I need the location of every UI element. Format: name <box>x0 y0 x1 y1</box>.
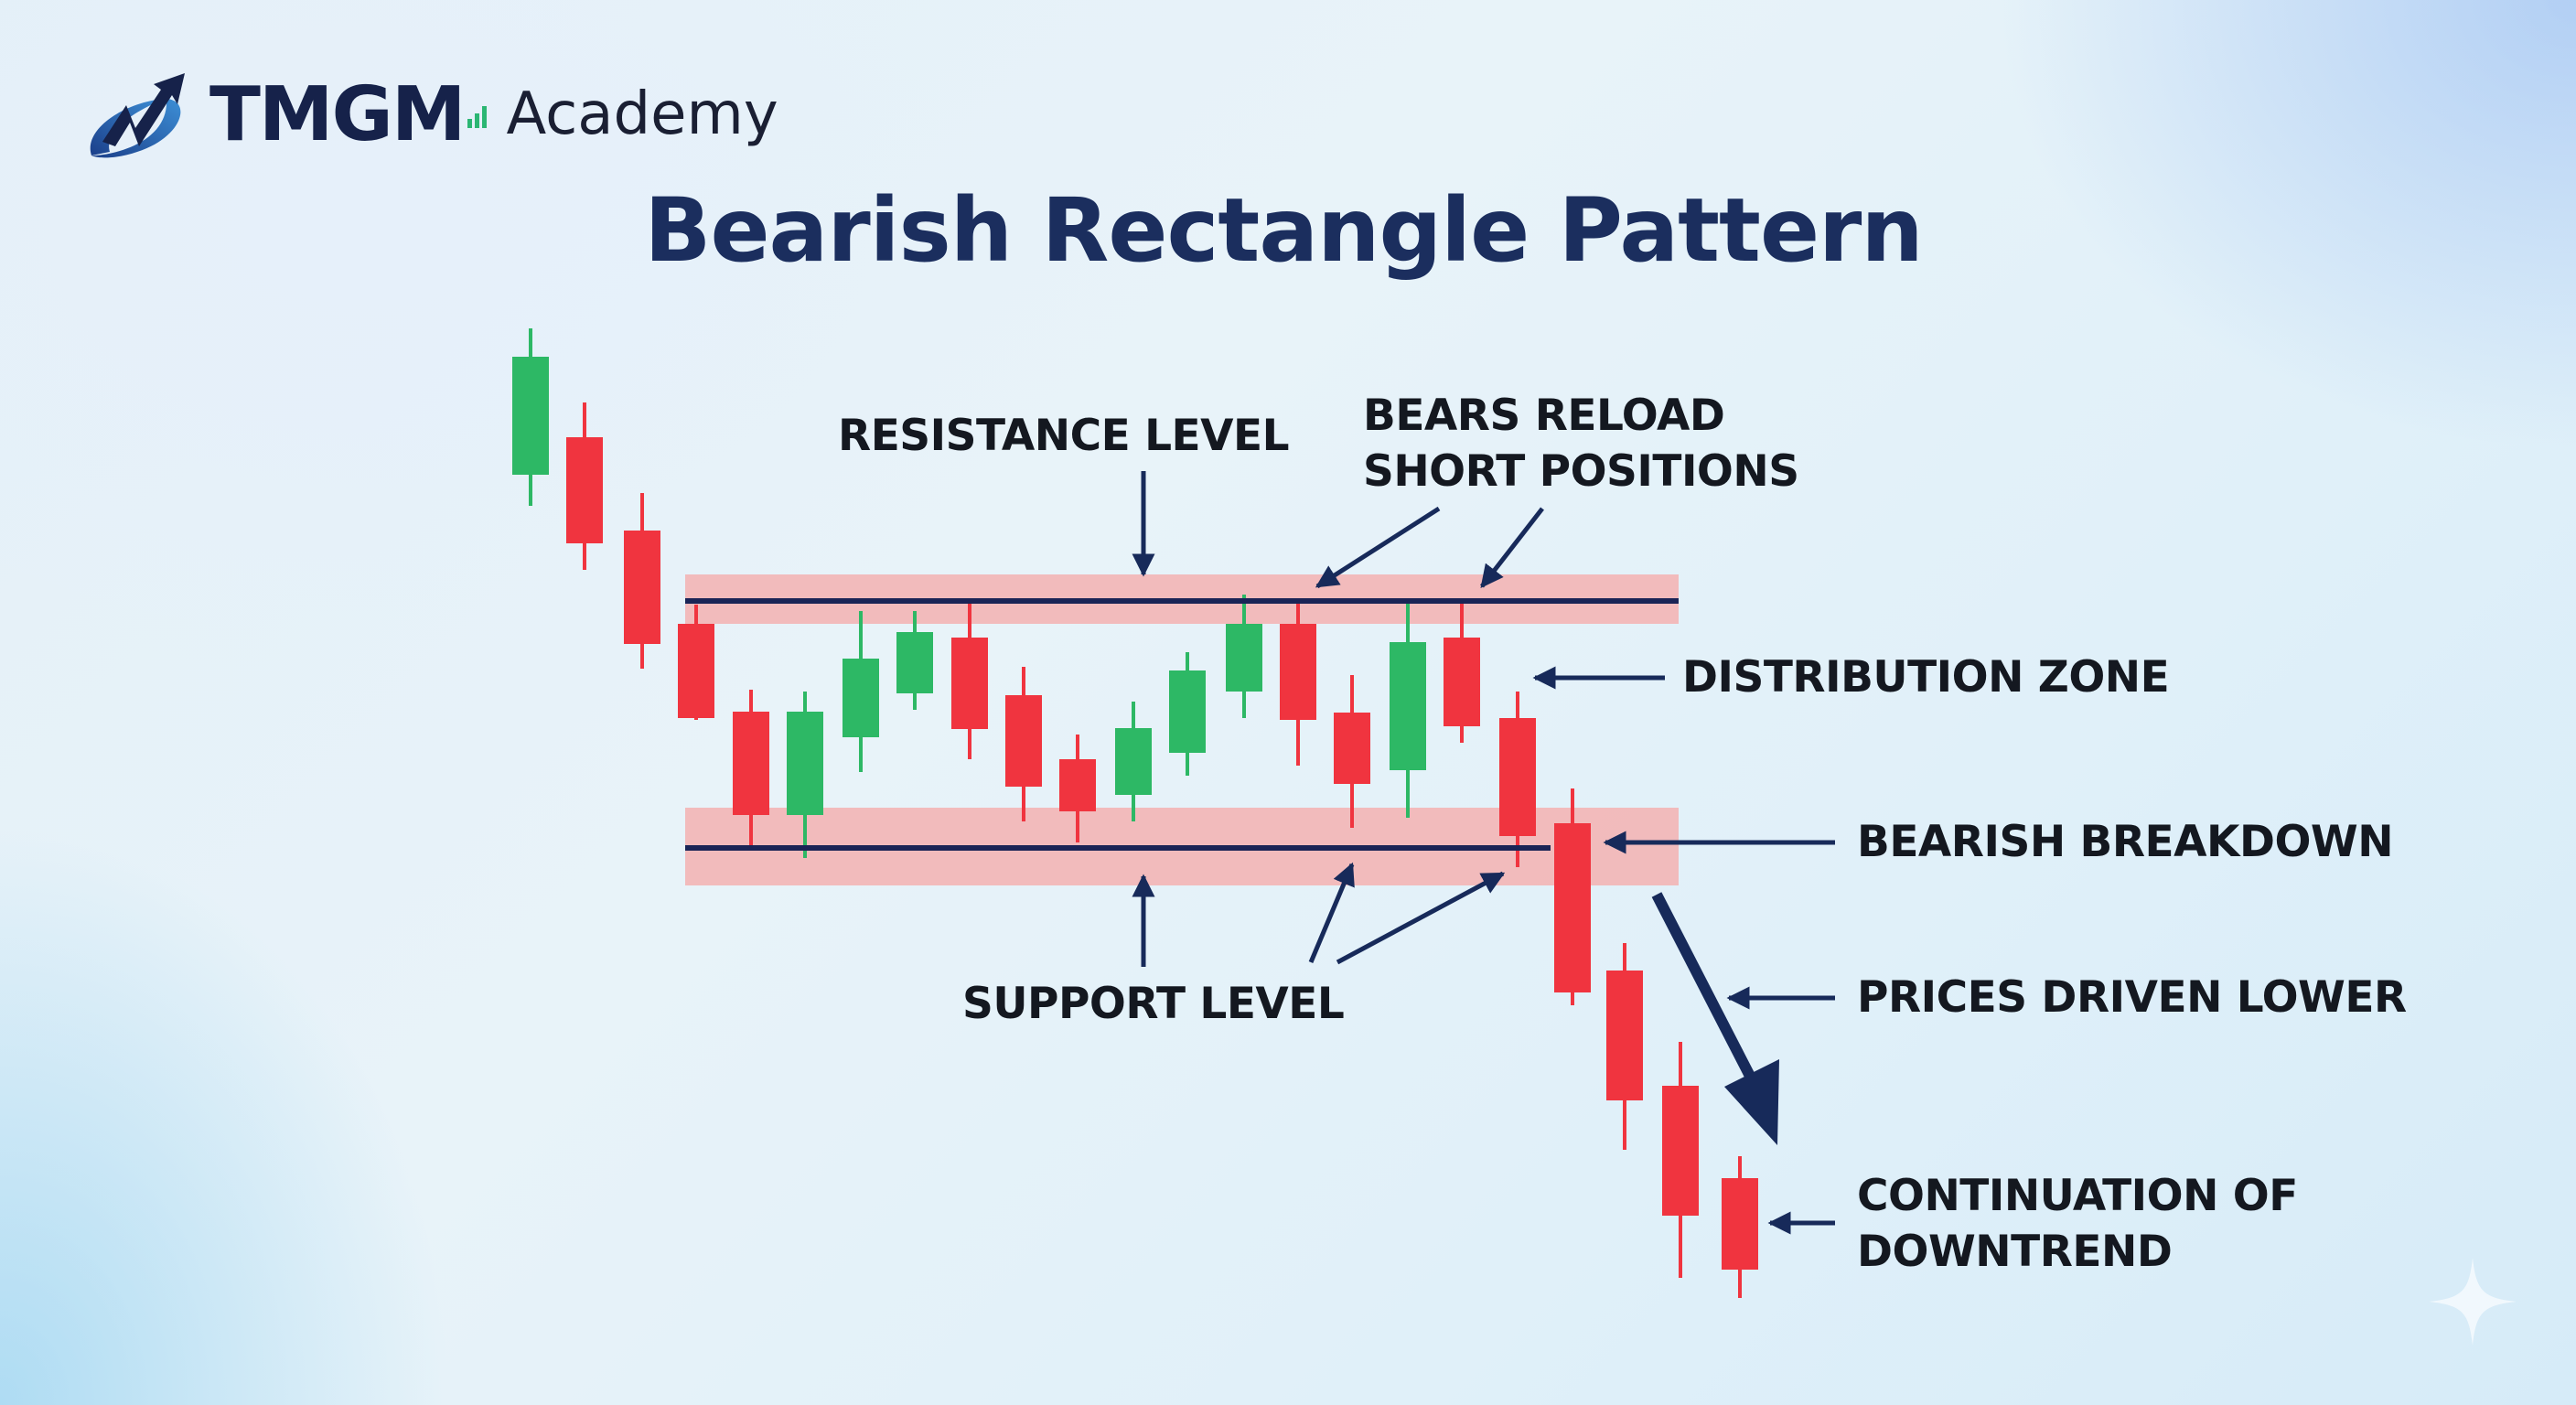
prices-driven-lower-label: PRICES DRIVEN LOWER <box>1857 972 2407 1023</box>
candle-body <box>566 437 603 543</box>
candle-body <box>1499 718 1536 836</box>
bearish-breakdown-label: BEARISH BREAKDOWN <box>1857 817 2394 867</box>
candle-bear <box>1499 692 1536 867</box>
candle-body <box>951 638 988 729</box>
brand-suffix: Academy <box>506 80 778 148</box>
candle-bull <box>843 611 879 772</box>
candle-bull <box>787 692 823 858</box>
candle-body <box>1390 642 1426 770</box>
candle-bear <box>1662 1042 1699 1278</box>
candle-body <box>843 659 879 737</box>
candle-body <box>624 531 660 644</box>
candle-bull <box>896 611 933 710</box>
continuation-label-line1: CONTINUATION OF <box>1857 1171 2298 1221</box>
candle-body <box>1334 713 1370 784</box>
support-arrow-2-icon <box>1308 862 1355 963</box>
support-arrow-3-icon <box>1336 871 1506 965</box>
candle-bear <box>951 601 988 759</box>
candle-bear <box>733 690 769 846</box>
candle-body <box>1722 1178 1758 1270</box>
candle-body <box>1005 695 1042 787</box>
candle-bear <box>1005 667 1042 821</box>
candle-bear <box>1722 1156 1758 1298</box>
candle-bear <box>1444 601 1480 743</box>
candle-bear <box>1280 601 1316 766</box>
page-title-text: Bearish Rectangle Pattern <box>644 179 1923 282</box>
candle-bull <box>1115 702 1152 821</box>
candle-body <box>678 624 714 718</box>
candle-bear <box>1606 943 1643 1150</box>
candle-bear <box>1059 735 1096 842</box>
downtrend-arrow-icon <box>1651 892 1762 1091</box>
candle-body <box>1554 823 1591 992</box>
sparkle-icon <box>2429 1258 2517 1346</box>
bears-reload-label-line2: SHORT POSITIONS <box>1363 446 1799 497</box>
candle-bear <box>566 402 603 570</box>
continuation-label-line2: DOWNTREND <box>1857 1227 2173 1277</box>
downtrend-arrowhead-icon <box>1724 1059 1779 1145</box>
candle-body <box>733 712 769 815</box>
bears-reload-arrow-2-icon <box>1480 507 1544 588</box>
candle-body <box>1662 1086 1699 1216</box>
candle-body <box>1059 759 1096 811</box>
candle-bear <box>1334 675 1370 828</box>
candle-body <box>1280 624 1316 720</box>
distribution-zone-label: DISTRIBUTION ZONE <box>1682 652 2170 702</box>
candles-group <box>512 328 1758 1298</box>
rising-arrow-swoosh-icon <box>90 73 185 158</box>
bears-reload-arrow-1-icon <box>1315 506 1441 589</box>
candle-body <box>1444 638 1480 726</box>
bears-reload-label-line1: BEARS RELOAD <box>1363 391 1725 441</box>
candle-body <box>1226 624 1262 692</box>
candle-bull <box>512 328 549 506</box>
page-title: Bearish Rectangle Pattern <box>0 179 2576 282</box>
candle-bear <box>1554 788 1591 1005</box>
support-level-label: SUPPORT LEVEL <box>962 979 1345 1029</box>
brand-logo: TMGM Academy <box>82 64 778 165</box>
resistance-level-label: RESISTANCE LEVEL <box>838 411 1290 461</box>
candle-bear <box>678 605 714 720</box>
candle-body <box>1115 728 1152 795</box>
candle-body <box>1606 971 1643 1100</box>
brand-name: TMGM <box>209 70 466 158</box>
bar-chart-icon <box>467 106 488 128</box>
candle-body <box>1169 670 1206 753</box>
candle-body <box>787 712 823 815</box>
candle-bull <box>1390 601 1426 818</box>
candle-bear <box>624 493 660 669</box>
candle-body <box>512 357 549 475</box>
candle-bull <box>1169 652 1206 776</box>
candle-body <box>896 632 933 693</box>
candle-bull <box>1226 595 1262 718</box>
